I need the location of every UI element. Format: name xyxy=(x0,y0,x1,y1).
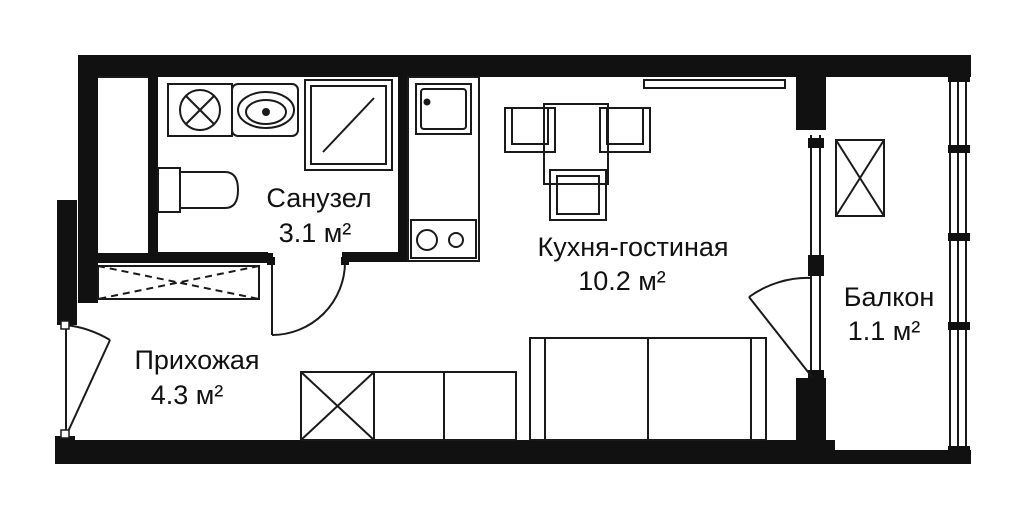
kitchen-living-name: Кухня-гостиная xyxy=(537,232,728,262)
washing-machine xyxy=(167,83,233,137)
toilet xyxy=(157,167,240,213)
bathroom-left-wall xyxy=(148,77,158,262)
hallway-wardrobe xyxy=(97,265,260,300)
bathroom-right-wall xyxy=(398,77,408,262)
right-wall-bottom xyxy=(796,378,826,464)
top-wall xyxy=(78,55,796,77)
bathroom-name: Санузел xyxy=(266,183,371,213)
dining-table xyxy=(543,103,609,185)
hallway-area: 4.3 м² xyxy=(151,380,224,410)
bathroom-area: 3.1 м² xyxy=(279,218,352,248)
window-rail xyxy=(643,79,786,89)
bathroom-bottom-wall-right xyxy=(342,252,408,262)
sofa xyxy=(529,337,767,441)
kitchen-living-area: 10.2 м² xyxy=(578,266,666,296)
chair-bottom xyxy=(549,169,607,221)
balcony-frame xyxy=(949,76,967,451)
chair-left xyxy=(504,107,556,153)
balcony-top-wall xyxy=(796,55,971,77)
balcony-area: 1.1 м² xyxy=(848,316,921,346)
bathroom-door-swing xyxy=(271,261,346,336)
hallway-cabinet xyxy=(300,371,517,441)
shower xyxy=(304,79,393,171)
interior-walls xyxy=(148,77,408,262)
balcony-door-jambs xyxy=(808,138,824,380)
balcony-door-swing xyxy=(748,276,813,378)
sink xyxy=(231,83,299,137)
balcony-mullions xyxy=(948,72,970,454)
entrance-jamb xyxy=(57,200,77,325)
dining-set xyxy=(504,103,651,221)
exterior-walls xyxy=(55,55,971,464)
entrance-door-jambs xyxy=(60,320,70,439)
left-wall-upper xyxy=(78,55,98,303)
chair-right xyxy=(599,107,651,153)
bathroom-bottom-wall-left xyxy=(148,252,268,262)
balcony-bottom-wall xyxy=(826,450,971,464)
bathroom-door-jambs xyxy=(267,257,349,265)
bottom-wall xyxy=(55,440,835,464)
entrance-door xyxy=(65,324,111,437)
kitchen-counter xyxy=(407,76,480,262)
kitchen-sink xyxy=(415,83,472,135)
hallway-name: Прихожая xyxy=(134,345,259,375)
balcony-name: Балкон xyxy=(844,282,935,312)
cooktop xyxy=(410,219,477,259)
balcony-storage xyxy=(835,139,885,217)
